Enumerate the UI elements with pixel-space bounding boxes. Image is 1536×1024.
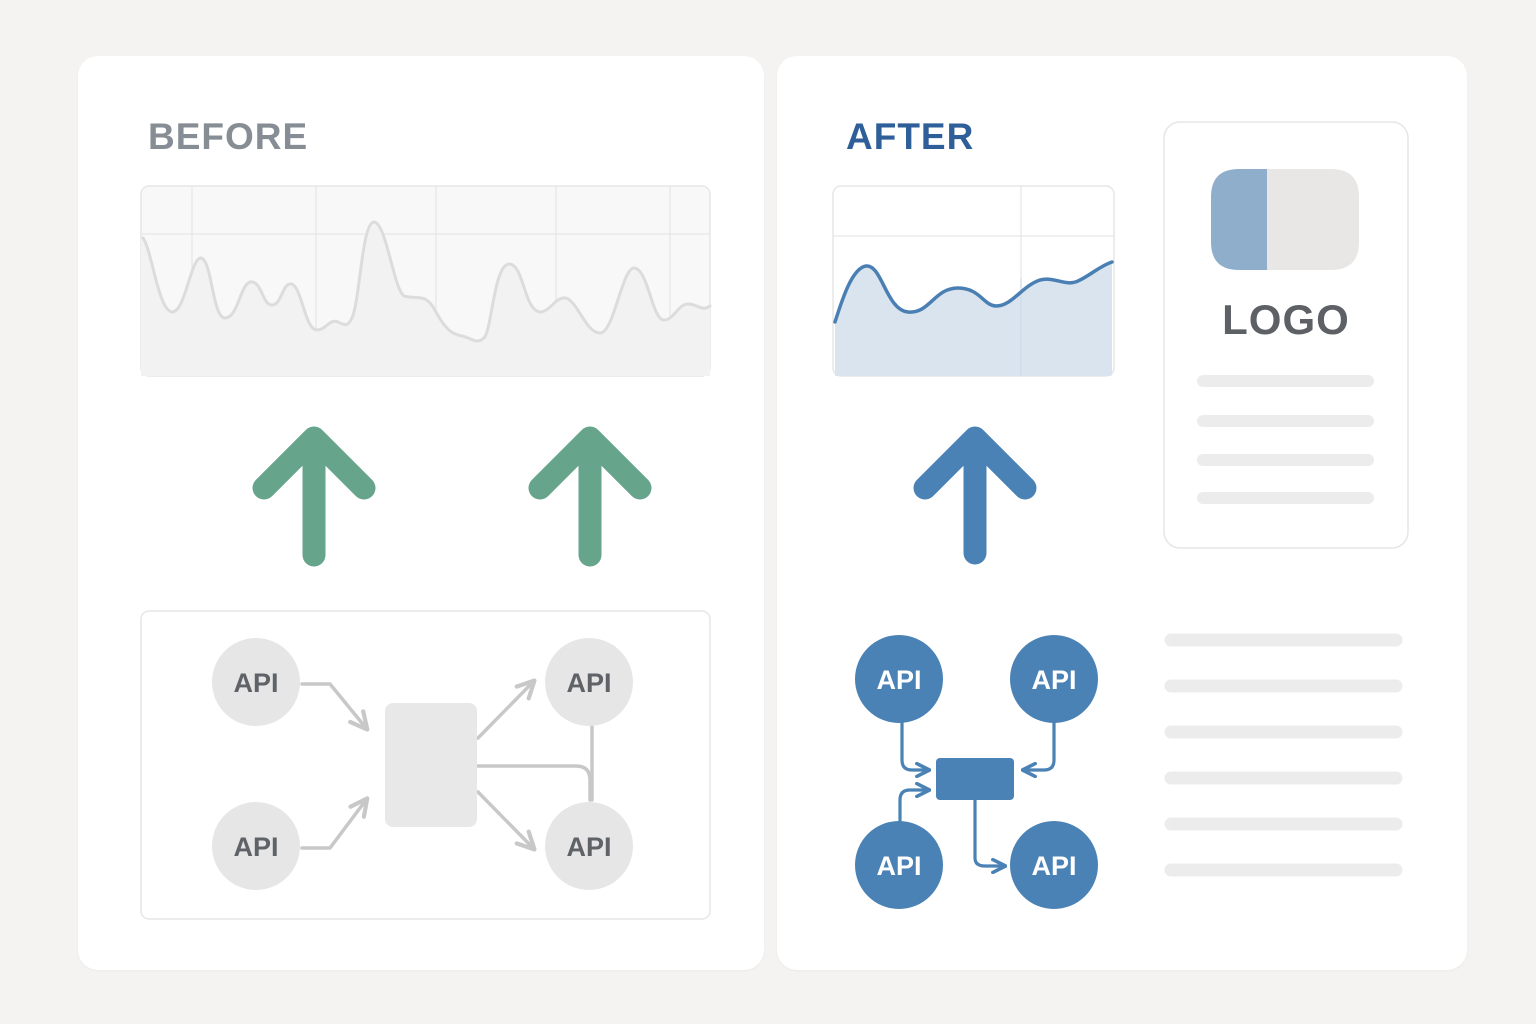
before-api-label: API bbox=[566, 832, 611, 862]
before-api-label: API bbox=[233, 668, 278, 698]
after-api-label: API bbox=[876, 851, 921, 881]
after-api-node bbox=[855, 821, 943, 909]
after-chart-line bbox=[833, 260, 1114, 324]
before-api-node bbox=[212, 638, 300, 726]
before-api-node bbox=[212, 802, 300, 890]
after-api-label: API bbox=[1031, 851, 1076, 881]
logo-card-text-lines bbox=[1197, 375, 1374, 504]
after-api-label: API bbox=[1031, 665, 1076, 695]
after-heading: AFTER bbox=[846, 116, 975, 157]
after-hub-box bbox=[936, 758, 1014, 800]
arrow-up-icon bbox=[528, 426, 652, 567]
before-api-label: API bbox=[566, 668, 611, 698]
logo-card bbox=[1163, 121, 1409, 549]
arrow-up-icon bbox=[913, 426, 1037, 565]
after-text-lines bbox=[1164, 633, 1403, 877]
before-chart-line bbox=[141, 220, 712, 343]
after-chart-area bbox=[835, 262, 1112, 376]
before-heading: BEFORE bbox=[148, 116, 309, 157]
after-api-node bbox=[1010, 635, 1098, 723]
after-connectors bbox=[898, 720, 1056, 866]
before-api-label: API bbox=[233, 832, 278, 862]
before-api-diagram: API API API API bbox=[140, 610, 711, 920]
before-chart-area bbox=[141, 222, 710, 376]
after-chart bbox=[832, 185, 1115, 377]
before-api-node bbox=[545, 638, 633, 726]
arrow-up-icon bbox=[252, 426, 376, 567]
after-api-label: API bbox=[876, 665, 921, 695]
before-connectors bbox=[300, 678, 594, 852]
after-api-node bbox=[855, 635, 943, 723]
before-api-node bbox=[545, 802, 633, 890]
before-hub-box bbox=[385, 703, 477, 827]
before-chart bbox=[140, 185, 712, 377]
after-api-diagram: API API API API bbox=[855, 635, 1098, 909]
after-api-node bbox=[1010, 821, 1098, 909]
logo-icon bbox=[1211, 169, 1359, 270]
logo-text: LOGO bbox=[1222, 296, 1350, 343]
